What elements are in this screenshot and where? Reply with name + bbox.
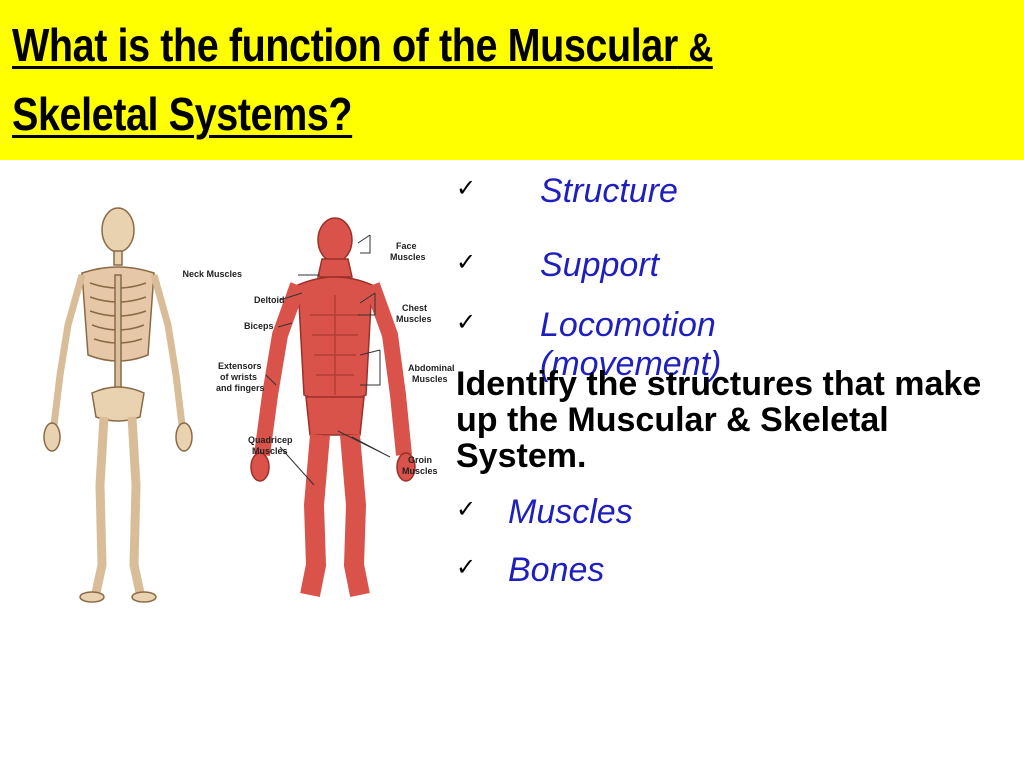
check-icon: ✓ — [456, 308, 477, 336]
label-abdominal-line-1: Abdominal — [408, 363, 455, 373]
check-icon: ✓ — [456, 174, 477, 202]
label-quadricep-line-1: Quadricep — [248, 435, 293, 445]
label-extensors-line-2: of wrists — [220, 372, 257, 382]
label-groin-line-1: Groin — [408, 455, 432, 465]
title-line-1: What is the function of the Muscular — [12, 19, 678, 71]
function-label: Structure — [540, 172, 678, 210]
label-neck-muscles: Neck Muscles — [182, 269, 242, 279]
label-extensors-line-3: and fingers — [216, 383, 265, 393]
label-extensors-line-1: Extensors — [218, 361, 262, 371]
question-text: Identify the structures that make up the… — [456, 365, 982, 475]
label-deltoid: Deltoid — [254, 295, 285, 305]
title-line-2: Skeletal Systems? — [12, 88, 353, 140]
check-icon: ✓ — [456, 248, 477, 276]
label-groin-line-2: Muscles — [402, 466, 438, 476]
label-quadricep-line-2: Muscles — [252, 446, 288, 456]
slide-title: What is the function of the Muscular & Sk… — [12, 12, 872, 147]
label-biceps: Biceps — [244, 321, 274, 331]
answer-label: Bones — [508, 551, 605, 589]
function-label: Locomotion (movement) — [540, 306, 722, 383]
function-label: Support — [540, 246, 660, 284]
skeleton-illustration — [43, 207, 193, 603]
label-face-line-2: Muscles — [390, 252, 426, 262]
check-icon: ✓ — [456, 553, 477, 581]
anatomy-figures: Neck Muscles Deltoid Biceps Extensors of… — [43, 207, 455, 603]
muscle-illustration — [250, 217, 416, 597]
check-icon: ✓ — [456, 495, 477, 523]
label-face-line-1: Face — [396, 241, 417, 251]
label-chest-line-2: Muscles — [396, 314, 432, 324]
diagram-leader-lines — [265, 234, 391, 486]
title-band — [0, 0, 1024, 160]
label-chest-line-1: Chest — [402, 303, 427, 313]
title-ampersand: & — [688, 26, 713, 70]
label-abdominal-line-2: Muscles — [412, 374, 448, 384]
answer-label: Muscles — [508, 493, 633, 531]
